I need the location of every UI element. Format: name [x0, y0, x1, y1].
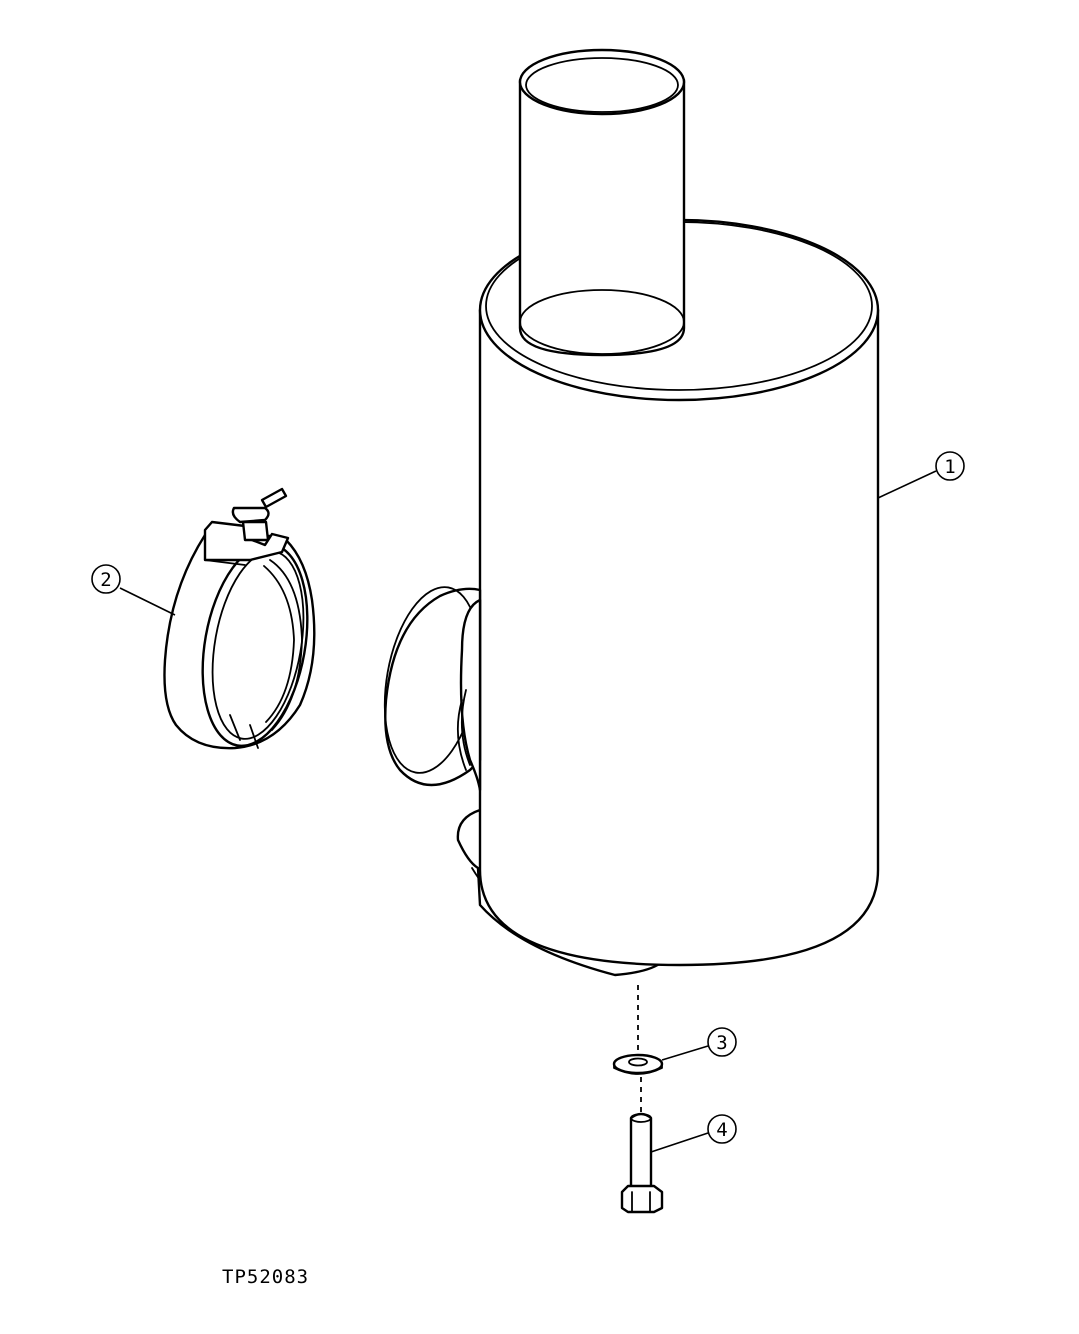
housing-body [478, 308, 880, 967]
callout-4: 4 [650, 1114, 737, 1153]
band-clamp [163, 487, 316, 750]
callout-2-label: 2 [100, 569, 111, 591]
callout-2: 2 [91, 564, 176, 616]
washer [612, 1053, 664, 1075]
clamp-t-bolt [231, 487, 288, 542]
outlet-tube [518, 78, 686, 357]
callout-4-label: 4 [716, 1119, 727, 1141]
cap-screw [620, 1112, 664, 1214]
outlet-tube-opening [518, 48, 686, 116]
callout-1-label: 1 [944, 456, 955, 478]
callout-3-label: 3 [716, 1032, 727, 1054]
air-cleaner-housing [383, 48, 880, 977]
inlet-flange [384, 587, 482, 787]
figure-id: TP52083 [222, 1266, 310, 1288]
callout-1: 1 [877, 451, 965, 499]
callout-3: 3 [661, 1027, 737, 1061]
